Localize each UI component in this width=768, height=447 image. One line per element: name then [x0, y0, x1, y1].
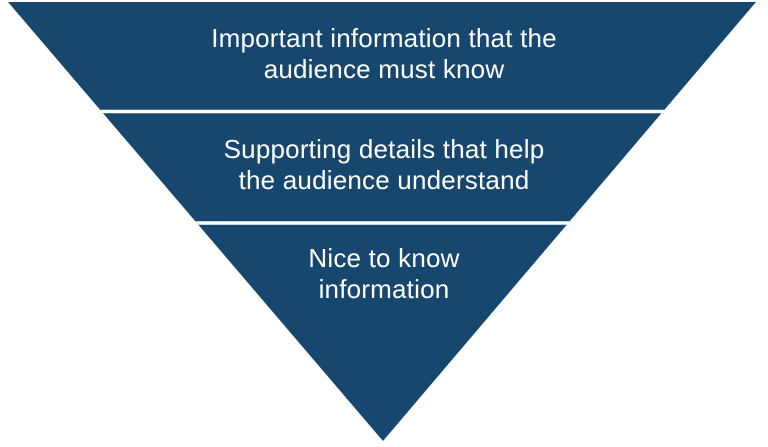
- section-1-label: Important information that the audience …: [0, 23, 768, 85]
- section-3-label: Nice to know information: [0, 243, 768, 305]
- section-1-line-1: Important information that the: [211, 23, 557, 53]
- section-2-line-1: Supporting details that help: [223, 134, 545, 164]
- section-3-line-1: Nice to know: [308, 243, 460, 273]
- section-2-label: Supporting details that help the audienc…: [0, 134, 768, 196]
- section-3-line-2: information: [318, 274, 450, 304]
- section-2-line-2: the audience understand: [238, 165, 530, 195]
- section-1-line-2: audience must know: [263, 54, 505, 84]
